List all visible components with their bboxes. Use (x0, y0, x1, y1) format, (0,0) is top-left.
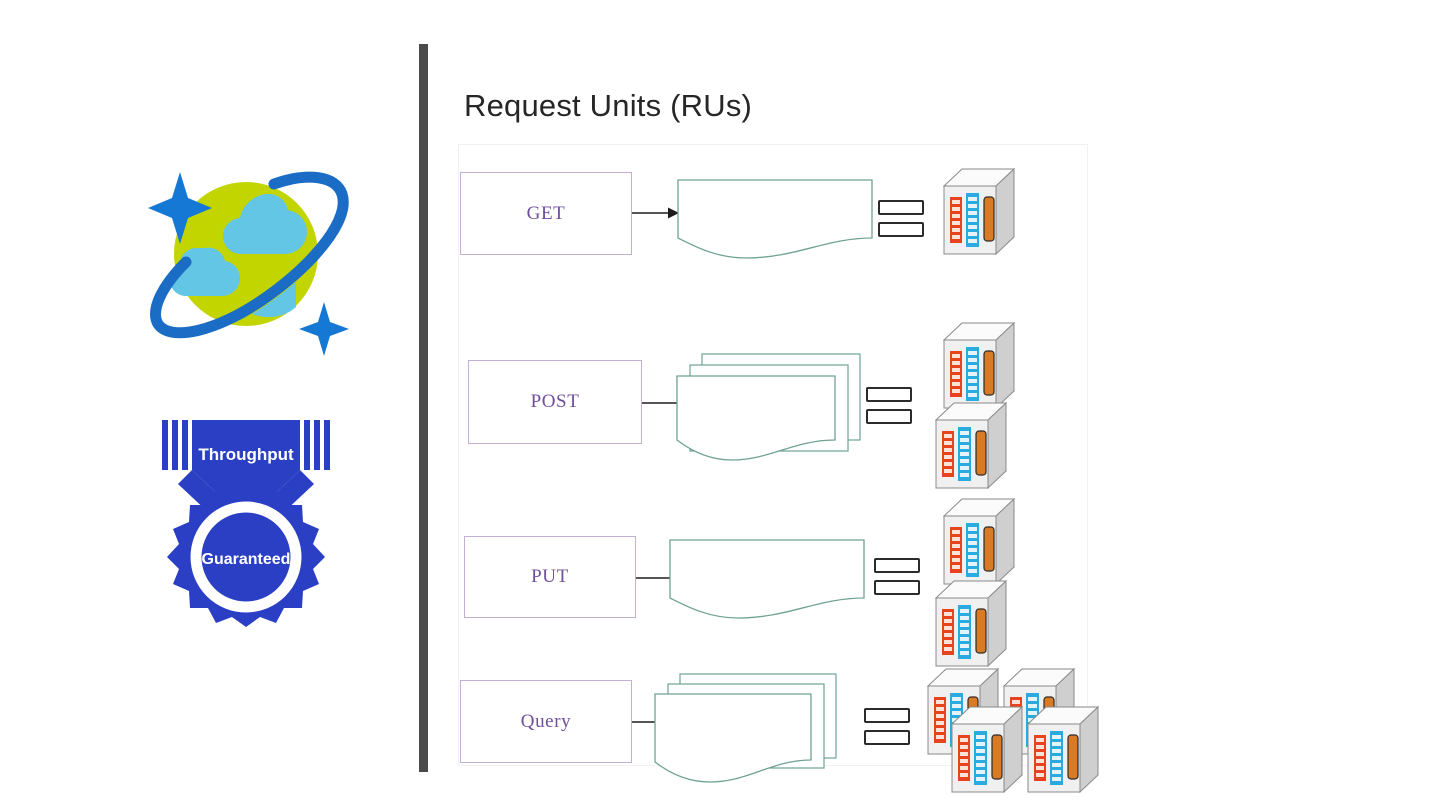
server-icon (1024, 702, 1102, 798)
azure-cosmos-db-logo-icon (128, 136, 356, 364)
equals-bar-top (878, 200, 924, 215)
verb-box-post[interactable]: POST (468, 360, 642, 444)
row-put: PUT (456, 496, 1096, 668)
equals-sign-icon (866, 387, 912, 424)
server-group-put (932, 494, 1082, 668)
verb-box-query[interactable]: Query (460, 680, 632, 763)
server-icon (940, 164, 1018, 260)
verb-label: Query (520, 710, 572, 732)
server-icon (940, 494, 1018, 590)
row-query: Query (456, 652, 1100, 804)
server-icon (948, 702, 1026, 798)
document-stack (674, 352, 864, 464)
verb-label: POST (530, 391, 580, 412)
document-single (676, 178, 876, 260)
equals-bar-bottom (866, 409, 912, 424)
equals-bar-top (866, 387, 912, 402)
verb-label: PUT (531, 566, 569, 587)
equals-bar-top (874, 558, 920, 573)
badge-ribbon-label: Throughput (198, 445, 294, 464)
server-group-post (932, 318, 1082, 490)
equals-sign-icon (864, 708, 910, 745)
throughput-guaranteed-badge-icon: Throughput Guaranteed (148, 418, 344, 648)
vertical-divider (419, 44, 428, 772)
verb-box-get[interactable]: GET (460, 172, 632, 255)
equals-sign-icon (878, 200, 924, 237)
equals-bar-bottom (878, 222, 924, 237)
document-single (668, 538, 868, 622)
badge-medal-label: Guaranteed (202, 551, 291, 568)
arrow-icon (632, 206, 680, 220)
equals-bar-bottom (864, 730, 910, 745)
server-group-get (940, 164, 1090, 264)
equals-bar-bottom (874, 580, 920, 595)
left-panel: Throughput Guaranteed (0, 0, 420, 810)
content-panel: Request Units (RUs) GET (456, 44, 1100, 794)
server-group-query (924, 664, 1100, 804)
row-get: GET (456, 158, 1096, 268)
page-title: Request Units (RUs) (464, 88, 753, 123)
equals-bar-top (864, 708, 910, 723)
document-stack (652, 672, 842, 792)
server-icon (940, 318, 1018, 414)
verb-box-put[interactable]: PUT (464, 536, 636, 618)
server-icon (932, 398, 1010, 494)
verb-label: GET (526, 202, 566, 224)
equals-sign-icon (874, 558, 920, 595)
row-post: POST (456, 320, 1096, 490)
server-icon (932, 576, 1010, 672)
